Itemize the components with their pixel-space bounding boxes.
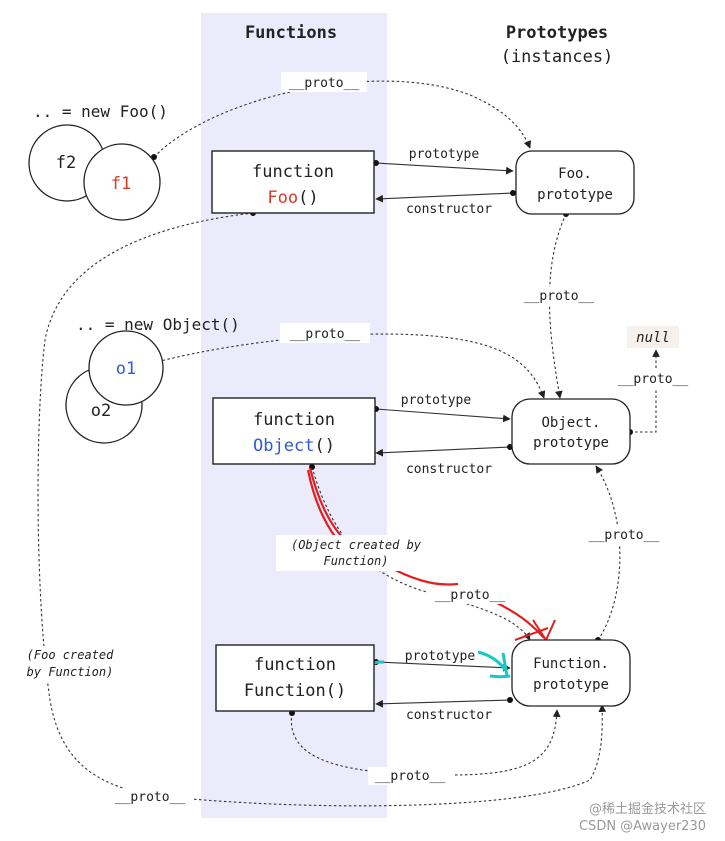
watermark-line2: CSDN @Awayer230 (579, 819, 706, 834)
fnproto-proto-link (595, 465, 621, 641)
object-constructor-link (375, 446, 511, 457)
fooproto-proto-link (548, 213, 567, 399)
objproto-null-link (630, 349, 660, 433)
foo-function-name: Foo() (267, 188, 318, 208)
null-label: null (636, 330, 670, 346)
label-bg-top (281, 72, 367, 92)
label-bg-object-fn (428, 586, 514, 604)
object-instances-caption: .. = new Object() (76, 315, 240, 334)
foo-function-box: function Foo() (211, 150, 375, 214)
annotation-cyan-stroke-right (477, 650, 511, 679)
o1-proto-link (152, 333, 546, 399)
null-node: null (627, 326, 679, 348)
foo-fn-proto-link (37, 212, 607, 807)
proto-label-f1: __proto__ (289, 76, 360, 91)
prototypes-header: Prototypes (506, 23, 608, 43)
foo-constructor-link (375, 192, 514, 203)
o-instances: o2 o1 (65, 330, 164, 444)
object-function-name: Object() (253, 436, 335, 456)
function-prototype-rect (511, 639, 631, 707)
foo-prototype-rect (515, 150, 635, 215)
label-bg-null (608, 370, 698, 388)
label-bg-foo-fn (108, 788, 194, 806)
foo-prototype-link (375, 162, 514, 175)
proto-label-foo-fn: __proto__ (115, 790, 186, 805)
proto-label-function-fn: __proto__ (375, 769, 446, 784)
constructor-label-foo: constructor (406, 202, 492, 217)
object-prototype-line2: prototype (533, 435, 609, 451)
function-fn-proto-link (290, 709, 561, 776)
object-function-rect (212, 397, 376, 465)
proto-label-o1: __proto__ (290, 327, 361, 342)
function-prototype-node: Function. prototype (511, 639, 631, 707)
constructor-label-object: constructor (406, 462, 492, 477)
object-function-keyword: function (253, 410, 335, 430)
object-name-span: Object (253, 436, 314, 456)
proto-label-fooproto: __proto__ (524, 289, 595, 304)
o2-label: o2 (91, 401, 111, 421)
label-bg-fnproto (582, 526, 668, 544)
functions-header: Functions (245, 23, 337, 43)
o1-label: o1 (116, 359, 136, 379)
function-prototype-line2: prototype (533, 677, 609, 693)
label-bg-function-fn (368, 767, 454, 785)
foo-constructor-dot (510, 190, 516, 196)
constructor-label-function: constructor (406, 708, 492, 723)
function-function-name: Function() (244, 681, 346, 701)
foo-prototype-line2: prototype (537, 187, 613, 203)
object-created-line1: (Object created by (291, 538, 422, 552)
object-function-box: function Object() (212, 397, 376, 465)
foo-function-keyword: function (252, 162, 334, 182)
label-bg-o1 (280, 323, 370, 343)
prototype-label-foo: prototype (409, 147, 480, 162)
label-bg-foo-created (18, 646, 122, 682)
foo-name-span: Foo (267, 188, 298, 208)
foo-parens-span: () (298, 188, 318, 208)
prototype-label-object: prototype (401, 393, 472, 408)
foo-instances-caption: .. = new Foo() (33, 102, 168, 121)
label-bg-fooproto (515, 287, 605, 305)
foo-function-rect (211, 150, 375, 214)
foo-created-line2: by Function) (27, 665, 114, 679)
proto-label-fnproto: __proto__ (589, 528, 660, 543)
instances-subheader: (instances) (501, 47, 614, 67)
label-bg-object-created (276, 535, 436, 571)
proto-label-object-fn: __proto__ (435, 588, 506, 603)
object-fn-proto-link (311, 466, 531, 641)
object-prototype-link (375, 408, 511, 423)
function-prototype-line1: Function. (533, 656, 609, 672)
foo-prototype-node: Foo. prototype (515, 150, 635, 215)
foo-prototype-line1: Foo. (558, 166, 592, 182)
foo-created-line1: (Foo created (27, 648, 114, 662)
function-constructor-link (375, 699, 511, 708)
f-instances: f2 f1 (28, 124, 161, 221)
object-prototype-rect (511, 398, 631, 465)
null-rect (627, 326, 679, 348)
object-prototype-node: Object. prototype (511, 398, 631, 465)
f1-node (83, 143, 161, 221)
function-function-box: function Function() (215, 644, 375, 712)
function-function-keyword: function (254, 655, 336, 675)
o1-node (88, 330, 164, 406)
function-prototype-link (375, 661, 511, 672)
object-prototype-line1: Object. (541, 415, 600, 431)
proto-label-objproto: __proto__ (618, 372, 689, 387)
watermark-line1: @稀土掘金技术社区 (589, 801, 706, 817)
f1-proto-link (153, 80, 531, 158)
function-function-rect (215, 644, 375, 712)
f1-label: f1 (111, 174, 131, 194)
function-constructor-dot (507, 697, 513, 703)
object-created-line2: Function) (323, 554, 388, 568)
object-parens-span: () (314, 436, 334, 456)
f2-label: f2 (56, 153, 76, 173)
prototype-label-function: prototype (405, 649, 476, 664)
annotation-red-stroke-lower (394, 569, 545, 639)
